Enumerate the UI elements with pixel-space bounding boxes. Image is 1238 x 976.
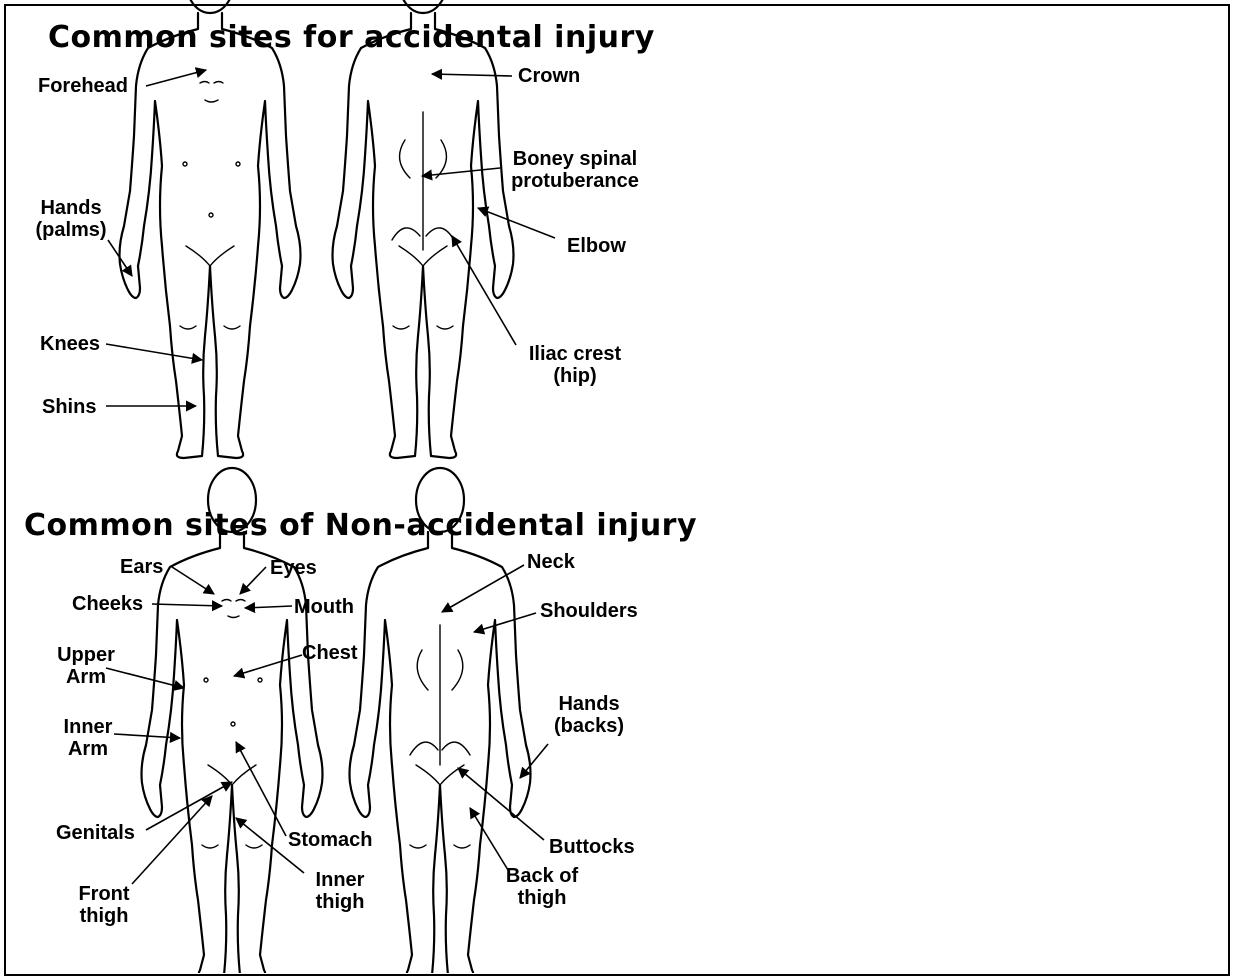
label-inner-arm: Inner Arm bbox=[50, 716, 126, 760]
label-cheeks: Cheeks bbox=[72, 593, 143, 615]
label-hands-backs: Hands (backs) bbox=[544, 693, 634, 737]
label-iliac-crest: Iliac crest (hip) bbox=[515, 343, 635, 387]
label-crown: Crown bbox=[518, 65, 580, 87]
label-elbow: Elbow bbox=[567, 235, 626, 257]
front-body-figure-nonaccidental bbox=[142, 468, 323, 973]
label-shoulders: Shoulders bbox=[540, 600, 638, 622]
label-front-thigh: Front thigh bbox=[68, 883, 140, 927]
label-neck: Neck bbox=[527, 551, 575, 573]
label-back-of-thigh: Back of thigh bbox=[494, 865, 590, 909]
label-inner-thigh: Inner thigh bbox=[300, 869, 380, 913]
label-genitals: Genitals bbox=[56, 822, 135, 844]
label-boney-spinal-protuberance: Boney spinal protuberance bbox=[500, 148, 650, 192]
label-knees: Knees bbox=[40, 333, 100, 355]
label-stomach: Stomach bbox=[288, 829, 372, 851]
title-non-accidental: Common sites of Non-accidental injury bbox=[24, 508, 697, 543]
label-hands-palms: Hands (palms) bbox=[28, 197, 114, 241]
front-body-figure-accidental bbox=[120, 0, 301, 458]
label-chest: Chest bbox=[302, 642, 358, 664]
label-upper-arm: Upper Arm bbox=[46, 644, 126, 688]
label-forehead: Forehead bbox=[38, 75, 128, 97]
label-buttocks: Buttocks bbox=[549, 836, 635, 858]
front-face-accidental bbox=[183, 82, 240, 218]
label-ears: Ears bbox=[120, 556, 163, 578]
label-mouth: Mouth bbox=[294, 596, 354, 618]
title-accidental: Common sites for accidental injury bbox=[48, 20, 655, 55]
label-shins: Shins bbox=[42, 396, 96, 418]
label-eyes: Eyes bbox=[270, 557, 317, 579]
